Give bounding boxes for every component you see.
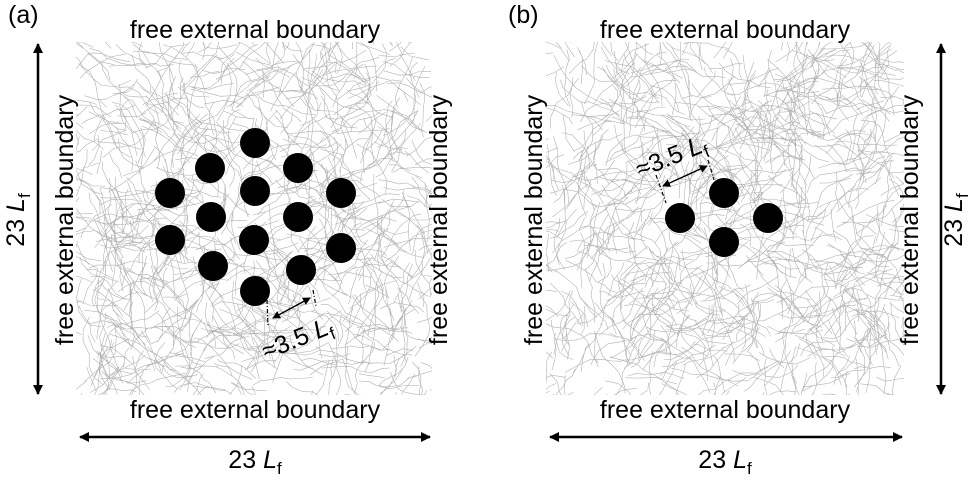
inclusion — [326, 233, 356, 263]
inclusion — [240, 276, 270, 306]
boundary-bottom-label-a: free external boundary — [130, 396, 381, 424]
inclusions-b — [665, 178, 783, 257]
height-dimension-a: 23 Lf — [2, 43, 43, 395]
width-label-a: 23 Lf — [228, 446, 282, 478]
spacing-arrow-b — [662, 165, 708, 187]
inclusion — [283, 202, 313, 232]
boundary-bottom-label-b: free external boundary — [600, 396, 851, 424]
boundary-top-label-a: free external boundary — [130, 16, 381, 44]
fiber-strands — [76, 42, 432, 395]
fiber-network-a — [76, 42, 432, 395]
height-dimension-b: 23 Lf — [936, 43, 972, 395]
inclusion — [240, 176, 270, 206]
inclusion — [286, 255, 316, 285]
inclusion — [326, 178, 356, 208]
boundary-left-label-b: free external boundary — [520, 94, 548, 345]
inclusion — [239, 225, 269, 255]
height-label-b: 23 Lf — [940, 193, 972, 247]
panel-a: (a) free external boundary free external… — [2, 1, 453, 478]
width-label-b: 23 Lf — [698, 446, 752, 478]
boundary-left-label-a: free external boundary — [51, 94, 79, 345]
inclusion — [155, 225, 185, 255]
boundary-top-label-b: free external boundary — [600, 16, 851, 44]
panel-a-label: (a) — [8, 1, 39, 29]
inclusion — [196, 202, 226, 232]
width-dimension-b: 23 Lf — [549, 432, 903, 478]
boundary-right-label-b: free external boundary — [896, 94, 924, 345]
panel-b-label: (b) — [508, 1, 539, 29]
inclusion — [240, 128, 270, 158]
width-dimension-a: 23 Lf — [79, 432, 431, 478]
inclusions-a — [155, 128, 356, 306]
inclusion — [753, 203, 783, 233]
inclusion — [195, 153, 225, 183]
inclusion — [155, 178, 185, 208]
inclusion — [709, 178, 739, 208]
spacing-arrow-a — [272, 297, 311, 319]
boundary-right-label-a: free external boundary — [425, 94, 453, 345]
inclusion — [283, 153, 313, 183]
fiber-network-b — [546, 42, 904, 395]
inclusion — [665, 203, 695, 233]
inclusion — [198, 251, 228, 281]
panel-b: (b) free external boundary free external… — [508, 1, 972, 478]
inclusion — [709, 227, 739, 257]
height-label-a: 23 Lf — [2, 193, 34, 247]
fiber-strands — [546, 42, 904, 395]
